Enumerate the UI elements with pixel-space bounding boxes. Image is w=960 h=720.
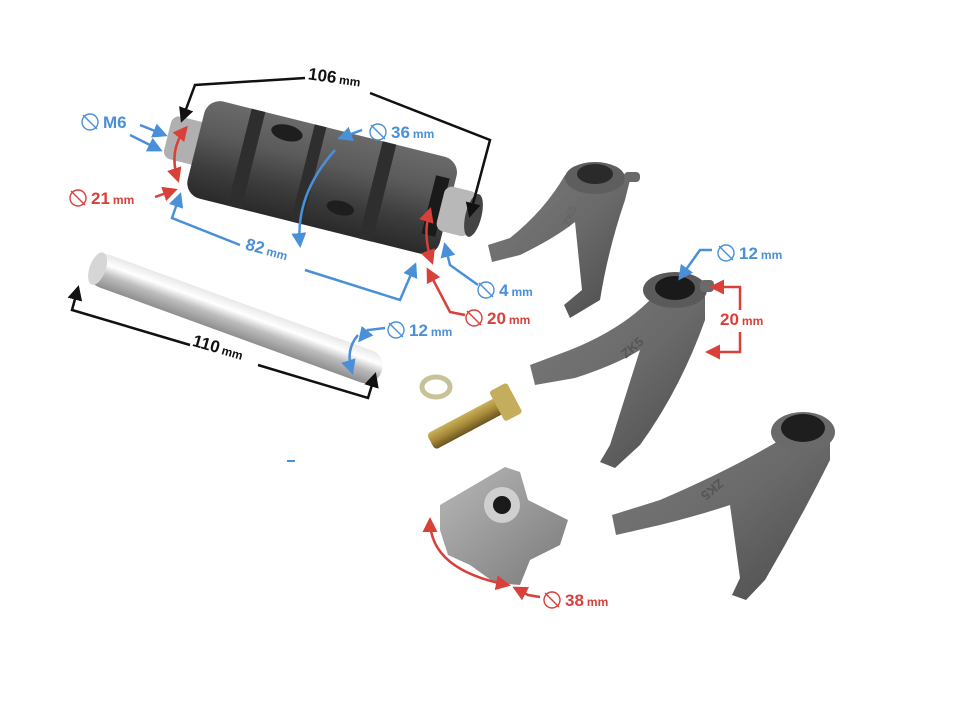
value: 20 [487, 309, 506, 328]
star-plate-label: 38 mm [542, 586, 608, 611]
value: 38 [565, 591, 584, 610]
shift-drum [163, 101, 483, 255]
unit: mm [220, 343, 245, 363]
unit: mm [112, 193, 135, 207]
diameter-icon [465, 309, 483, 327]
unit: mm [508, 313, 531, 327]
value: 21 [91, 189, 110, 208]
fork-bore-label: 12 mm [716, 239, 782, 264]
spring-washer [419, 374, 453, 400]
drum-thread-label: M6 [80, 108, 127, 133]
diameter-icon [543, 591, 561, 609]
value: 12 [409, 321, 428, 340]
shift-shaft [88, 252, 383, 384]
diameter-icon [69, 189, 87, 207]
unit: mm [760, 248, 783, 262]
unit: mm [430, 325, 453, 339]
value: M6 [103, 113, 127, 132]
shift-fork-middle [530, 272, 714, 468]
value: 36 [391, 123, 410, 142]
drum-pin-hole-label: 4 mm [476, 276, 533, 301]
diameter-icon [387, 321, 405, 339]
value: 20 [720, 310, 739, 329]
unit: mm [741, 314, 764, 328]
shift-fork-top [488, 162, 640, 318]
shaft-diameter-label: 12 mm [386, 316, 452, 341]
shift-fork-bottom [612, 412, 835, 600]
drum-body-label: 36 mm [368, 118, 434, 143]
fork-height-label: 20 mm [720, 310, 763, 330]
value: 12 [739, 244, 758, 263]
drum-left-bearing-label: 21 mm [68, 184, 134, 209]
unit: mm [412, 127, 435, 141]
value: 106 [307, 64, 338, 88]
unit: mm [338, 72, 362, 90]
unit: mm [264, 244, 290, 264]
diameter-icon [477, 281, 495, 299]
diameter-icon [717, 244, 735, 262]
bolt [427, 383, 522, 449]
unit: mm [511, 285, 533, 299]
value: 4 [499, 281, 509, 300]
unit: mm [586, 595, 609, 609]
diameter-icon [81, 113, 99, 131]
diameter-icon [369, 123, 387, 141]
drum-right-bearing-label: 20 mm [464, 304, 530, 329]
